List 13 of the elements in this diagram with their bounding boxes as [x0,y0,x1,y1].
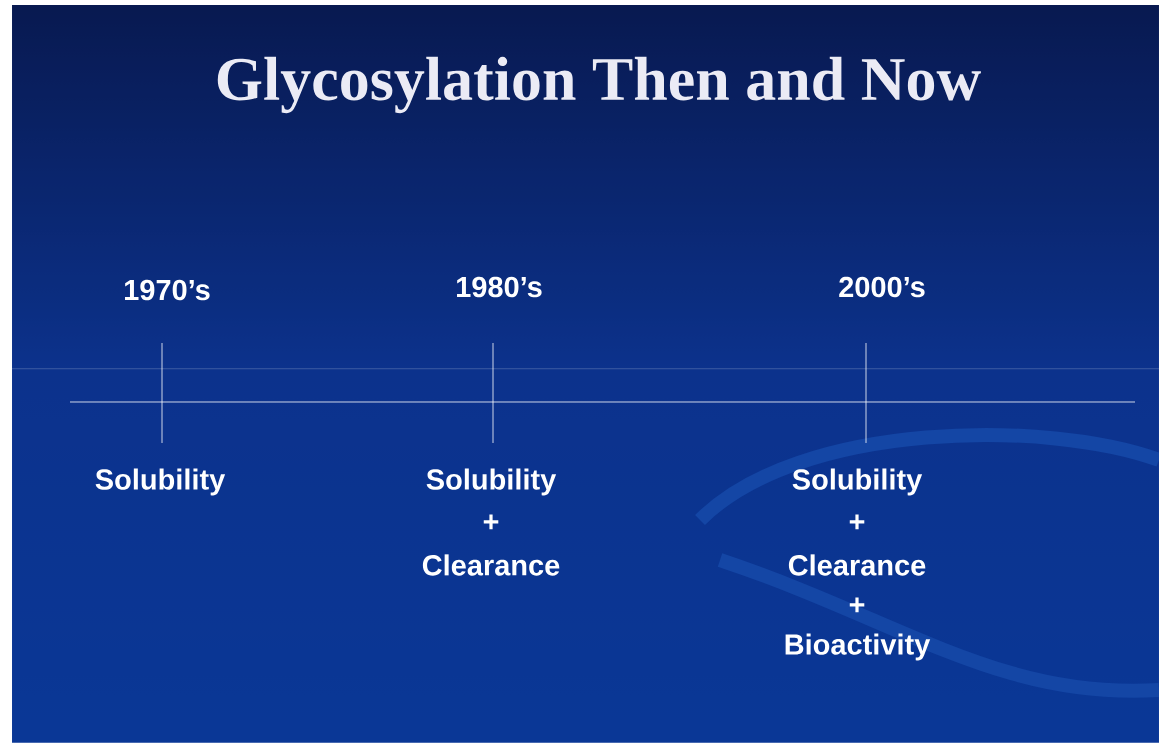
property-label: Solubility [95,468,226,496]
property-label: Clearance [422,554,560,576]
year-label: 1980’s [457,276,542,298]
slide-title: Glycosylation Then and Now [217,56,981,114]
property-label: Solubility [426,468,557,496]
property-label: + [849,514,865,530]
property-label: Clearance [788,554,926,576]
year-label: 1970’s [125,279,210,301]
property-label: + [483,514,499,530]
year-label: 2000’s [839,276,925,298]
property-label: + [849,597,865,613]
property-label: Bioactivity [785,633,931,661]
property-label: Solubility [792,468,923,496]
